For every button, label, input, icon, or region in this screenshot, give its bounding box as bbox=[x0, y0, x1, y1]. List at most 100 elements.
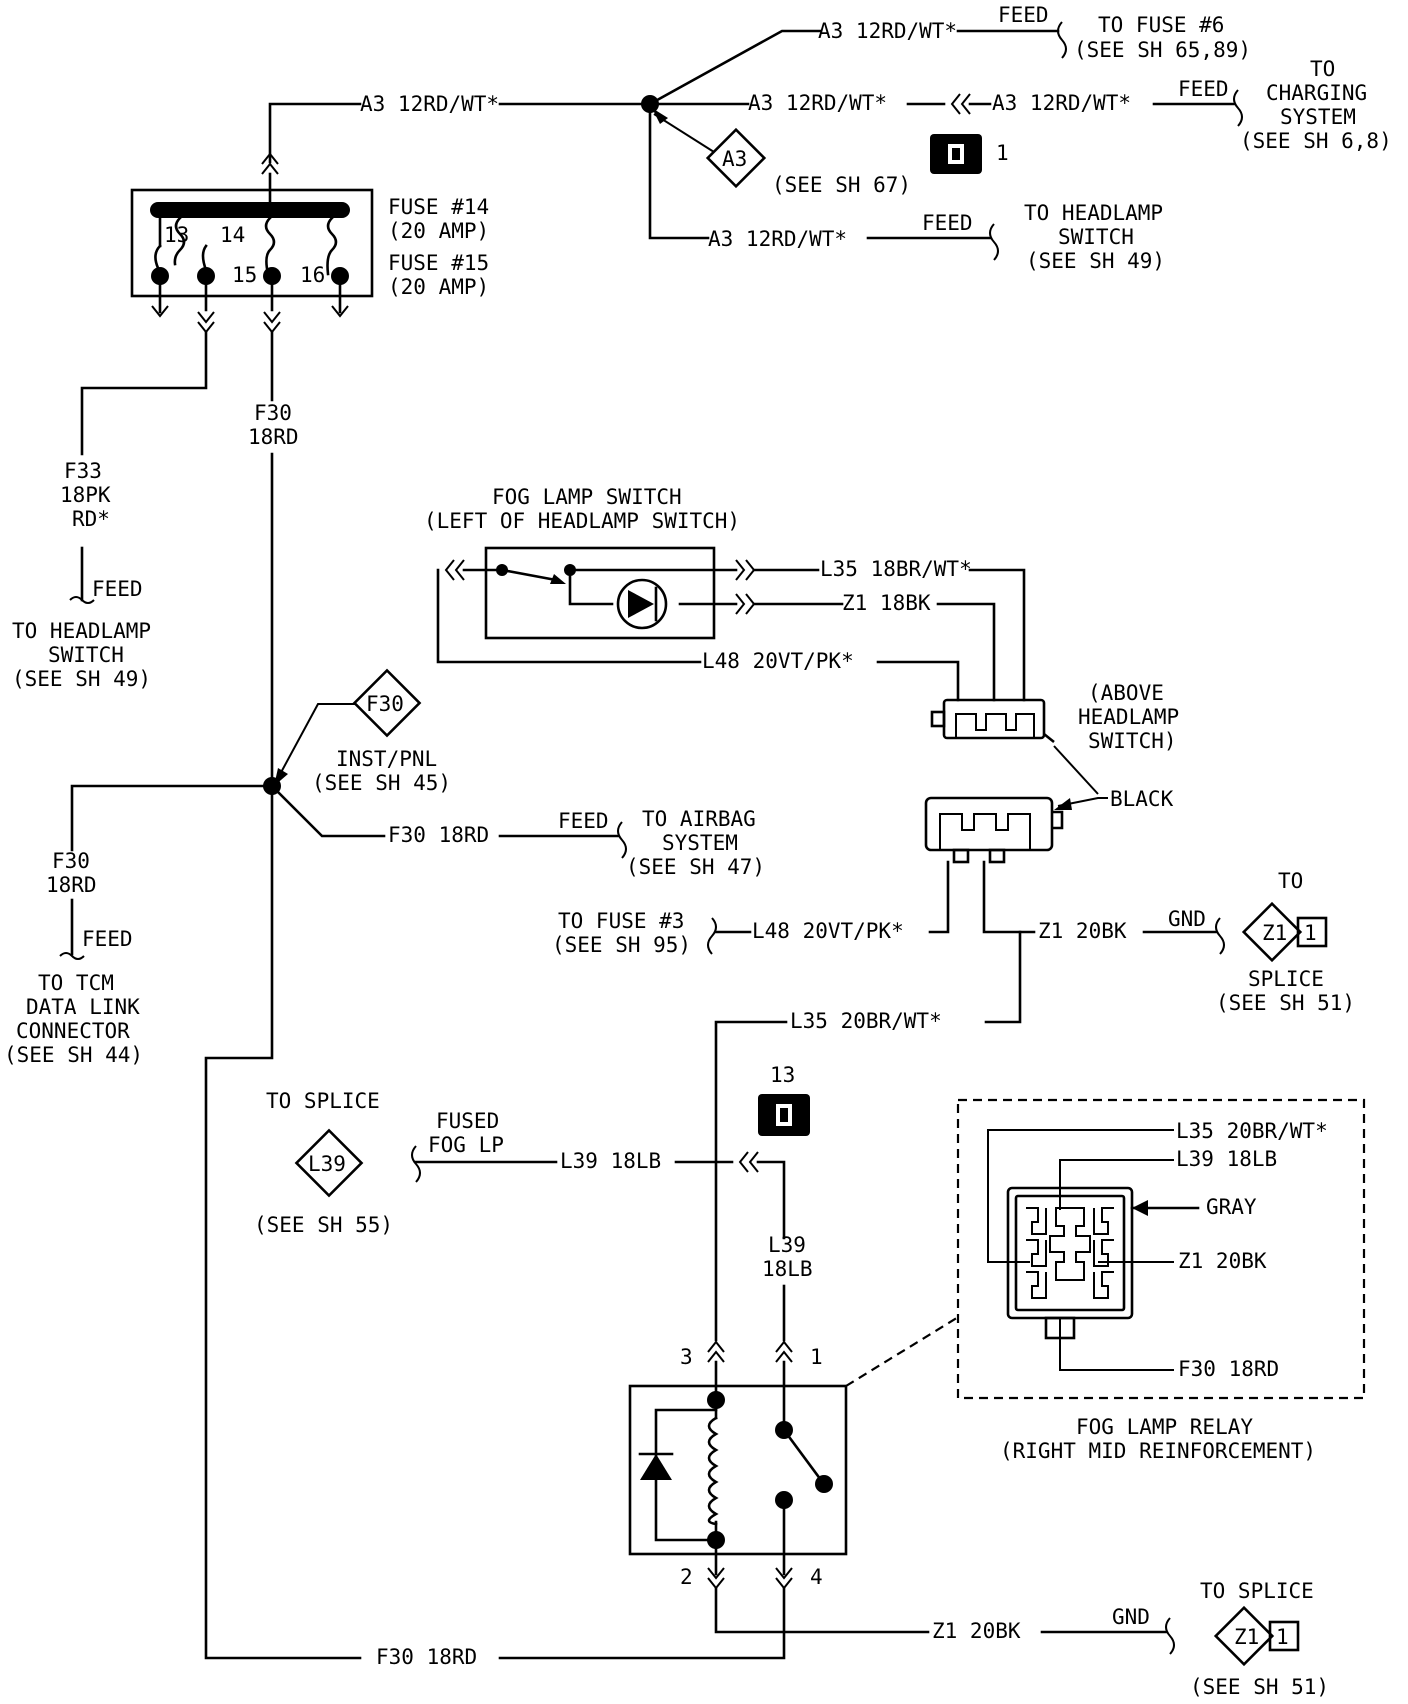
feed-squiggle-left-headlamp bbox=[69, 596, 95, 604]
gnd-label-bottom: GND bbox=[1112, 1605, 1150, 1629]
relay-detail-z1: Z1 20BK bbox=[1178, 1249, 1267, 1273]
fuse-block-box bbox=[130, 188, 374, 298]
relay-detail-l39: L39 18LB bbox=[1176, 1147, 1277, 1171]
svg-text:Z1: Z1 bbox=[1234, 1625, 1259, 1649]
relay-pin-1: 1 bbox=[810, 1345, 823, 1369]
relay-top-connectors bbox=[707, 1340, 793, 1363]
feed-label-fuse6: FEED bbox=[998, 3, 1049, 27]
to-splice-bottom-label: TO SPLICE bbox=[1200, 1579, 1314, 1603]
feed-label-charging: FEED bbox=[1178, 77, 1229, 101]
svg-text:F30: F30 bbox=[366, 692, 404, 716]
wire-label-l39-main: L39 18LB bbox=[560, 1149, 661, 1173]
fused-label-2: FOG LP bbox=[428, 1133, 504, 1157]
wire-label-l35-relay: L35 20BR/WT* bbox=[790, 1009, 942, 1033]
relay-bottom-connectors bbox=[707, 1567, 793, 1590]
feed-label-headlamp: FEED bbox=[922, 211, 973, 235]
connector-1-number: 1 bbox=[996, 141, 1009, 165]
see-sh55-label: (SEE SH 55) bbox=[254, 1213, 393, 1237]
wire-label-f30-gauge: 18RD bbox=[248, 425, 299, 449]
splice-bottom-2: (SEE SH 51) bbox=[1190, 1675, 1329, 1699]
relay-connector-face bbox=[1006, 1186, 1134, 1340]
left-headlamp-2: SWITCH bbox=[48, 643, 124, 667]
to-fuse6-label: TO FUSE #6 bbox=[1098, 13, 1224, 37]
wire-label-f33-name: F33 bbox=[64, 459, 102, 483]
wire-label-f30-name: F30 bbox=[254, 401, 292, 425]
a3-badge: A3 bbox=[705, 127, 767, 189]
tcm-1: TO TCM bbox=[38, 971, 114, 995]
fuse-output-connectors bbox=[197, 311, 281, 334]
wire-label-l35-switch: L35 18BR/WT* bbox=[820, 557, 972, 581]
to-charging-2: CHARGING bbox=[1266, 81, 1367, 105]
svg-text:L39: L39 bbox=[308, 1152, 346, 1176]
fuse-terminal-16: 16 bbox=[300, 263, 325, 287]
splice-right-1: SPLICE bbox=[1248, 967, 1324, 991]
relay-pin-4: 4 bbox=[810, 1565, 823, 1589]
connector-lower bbox=[924, 796, 1064, 864]
wire-label-f30-tcm-gauge: 18RD bbox=[46, 873, 97, 897]
wire-label-z1-gnd: Z1 20BK bbox=[1038, 919, 1127, 943]
wire-label-a3-top: A3 12RD/WT* bbox=[360, 92, 499, 116]
headlamp-connector-pair: (ABOVE HEADLAMP SWITCH) BLACK L48 20VT/P… bbox=[552, 681, 1355, 1342]
wire-label-l39-v-gauge: 18LB bbox=[762, 1257, 813, 1281]
airbag-1: TO AIRBAG bbox=[642, 807, 756, 831]
black-leader-lower bbox=[1057, 797, 1108, 807]
to-charging-4: (SEE SH 6,8) bbox=[1240, 129, 1392, 153]
feed-squiggle-fuse3 bbox=[707, 917, 717, 955]
relay-detail-leader bbox=[845, 1315, 961, 1387]
black-leader-upper bbox=[1053, 745, 1099, 795]
to-headlamp-2: SWITCH bbox=[1058, 225, 1134, 249]
fuse3-label: TO FUSE #3 bbox=[558, 909, 684, 933]
fuse14-rating: (20 AMP) bbox=[388, 219, 489, 243]
connector-13-number: 13 bbox=[770, 1063, 795, 1087]
see-sh67-label: (SEE SH 67) bbox=[772, 173, 911, 197]
wire-label-f30-tcm-name: F30 bbox=[52, 849, 90, 873]
a3-circuit: A3 12RD/WT* A3 12RD/WT* FEED TO FUSE #6 … bbox=[268, 3, 1392, 273]
svg-text:A3: A3 bbox=[722, 147, 747, 171]
to-charging-1: TO bbox=[1310, 57, 1335, 81]
above-label-2: HEADLAMP bbox=[1078, 705, 1179, 729]
fog-switch-location: (LEFT OF HEADLAMP SWITCH) bbox=[424, 509, 740, 533]
to-headlamp-1: TO HEADLAMP bbox=[1024, 201, 1163, 225]
fuse-block: 13 14 15 16 FUSE #14 (20 AMP) FUSE #15 (… bbox=[130, 152, 489, 334]
left-headlamp-1: TO HEADLAMP bbox=[12, 619, 151, 643]
fog-switch-right-connectors bbox=[735, 559, 756, 615]
fuse-terminal-15: 15 bbox=[232, 263, 257, 287]
left-headlamp-3: (SEE SH 49) bbox=[12, 667, 151, 691]
above-label-1: (ABOVE bbox=[1088, 681, 1164, 705]
fuse-terminal-13: 13 bbox=[164, 223, 189, 247]
airbag-2: SYSTEM bbox=[662, 831, 738, 855]
relay-diode-icon bbox=[640, 1454, 672, 1480]
tcm-3: CONNECTOR bbox=[16, 1019, 130, 1043]
z1-splice-badge-right: Z1 1 bbox=[1241, 901, 1328, 963]
black-connector-label: BLACK bbox=[1110, 787, 1174, 811]
feed-squiggle-fuse6 bbox=[1057, 21, 1067, 59]
fuse15-rating: (20 AMP) bbox=[388, 275, 489, 299]
wire-label-z1-bottom: Z1 20BK bbox=[932, 1619, 1021, 1643]
feed-squiggle-l39 bbox=[411, 1145, 421, 1183]
gnd-squiggle-right bbox=[1215, 917, 1225, 955]
fuse-terminal-14: 14 bbox=[220, 223, 245, 247]
wire-label-a3-charging: A3 12RD/WT* bbox=[992, 91, 1131, 115]
svg-text:1: 1 bbox=[1276, 1625, 1289, 1649]
l39-circuit: TO SPLICE L39 (SEE SH 55) FUSED FOG LP L… bbox=[254, 1063, 813, 1342]
wire-label-l39-v-name: L39 bbox=[768, 1233, 806, 1257]
feed-squiggle-charging bbox=[1233, 89, 1243, 127]
to-right-label: TO bbox=[1278, 869, 1303, 893]
wire-label-l48-fuse3: L48 20VT/PK* bbox=[752, 919, 904, 943]
relay-box bbox=[628, 1384, 848, 1556]
wire-label-f30-airbag: F30 18RD bbox=[388, 823, 489, 847]
fuse15-label: FUSE #15 bbox=[388, 251, 489, 275]
above-label-3: SWITCH) bbox=[1088, 729, 1177, 753]
l39-connector-chevron bbox=[738, 1151, 759, 1173]
wire-label-a3-fuse6: A3 12RD/WT* bbox=[818, 19, 957, 43]
feed-squiggle-airbag bbox=[617, 821, 627, 859]
fuse-bus-bar bbox=[150, 202, 350, 218]
connector-upper bbox=[930, 698, 1055, 744]
relay-detail-box bbox=[956, 1098, 1366, 1400]
f30-badge-arrow bbox=[274, 768, 288, 786]
relay-detail-f30: F30 18RD bbox=[1178, 1357, 1279, 1381]
f30-badge: F30 bbox=[352, 668, 422, 738]
fuse14-label: FUSE #14 bbox=[388, 195, 489, 219]
fuse-input-connector bbox=[261, 152, 279, 175]
